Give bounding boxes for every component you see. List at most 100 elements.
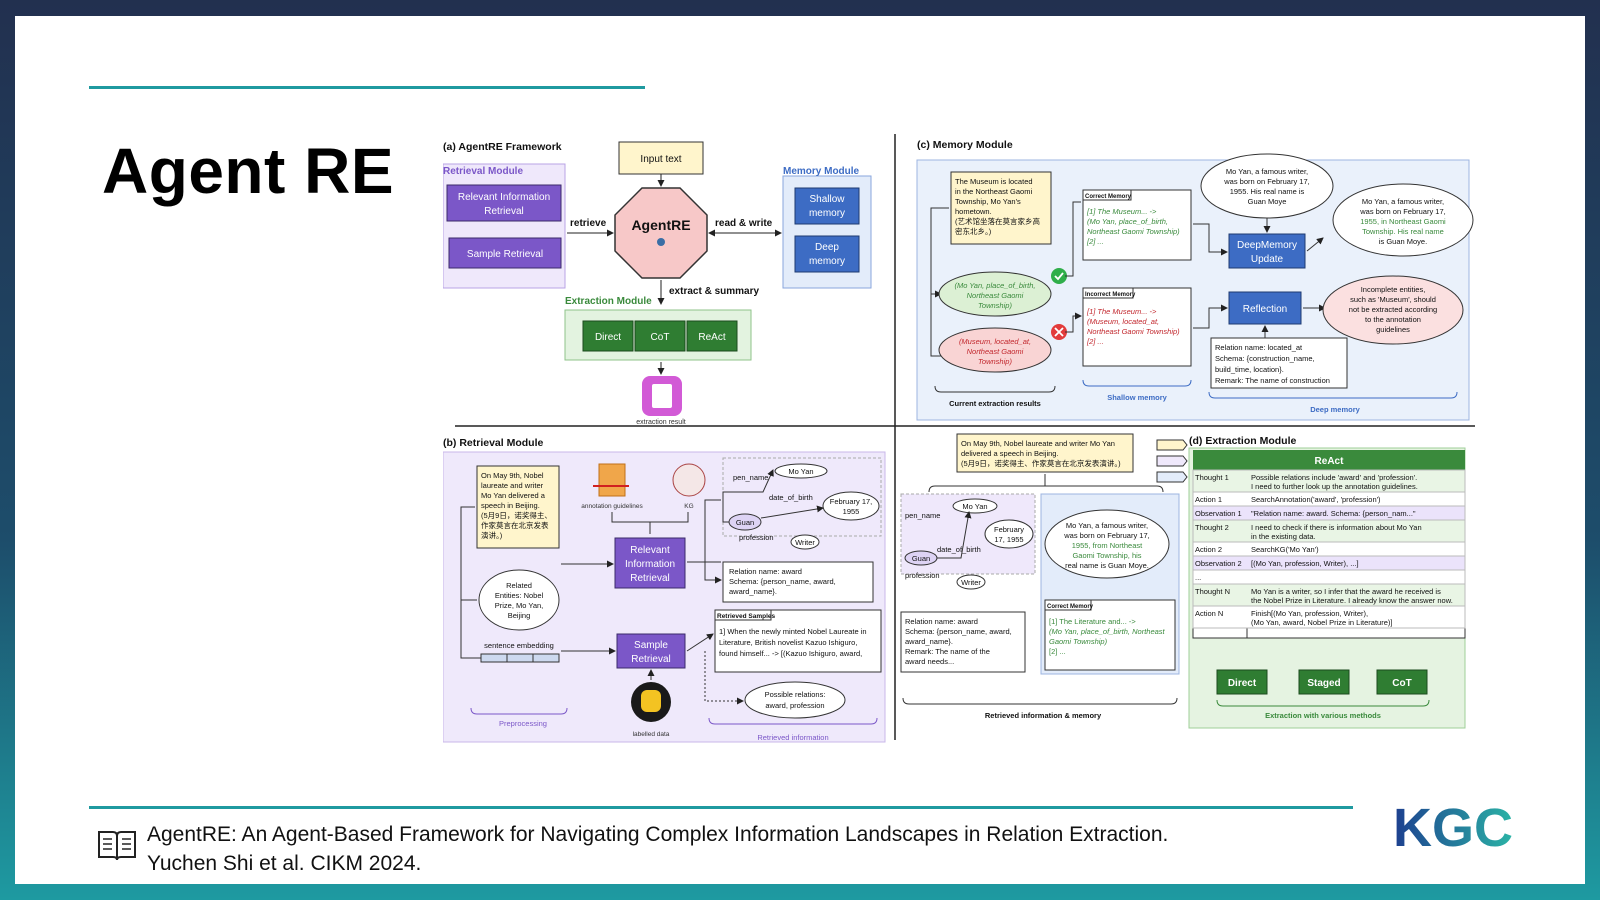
svg-text:CoT: CoT (1392, 678, 1411, 689)
svg-text:profession: profession (739, 533, 774, 542)
svg-text:Correct Memory: Correct Memory (1085, 194, 1132, 200)
svg-text:Information: Information (625, 559, 675, 570)
b-related-cloud (478, 569, 560, 631)
svg-text:hometown.: hometown. (955, 207, 992, 216)
b-moyan-node (774, 463, 828, 479)
b-preprocessing-label: Preprocessing (499, 719, 547, 728)
svg-text:Township): Township) (978, 301, 1012, 310)
c-reflection-box (1228, 291, 1302, 325)
direct-box (582, 320, 634, 352)
d-direct-button (1216, 669, 1268, 695)
svg-text:Northeast Gaomi Township): Northeast Gaomi Township) (1087, 327, 1180, 336)
svg-text:1955: 1955 (843, 507, 860, 516)
svg-text:Schema: {person_name, award,: Schema: {person_name, award, (729, 577, 836, 586)
kg-label: KG (684, 503, 693, 510)
c-museum-note (950, 171, 1052, 245)
svg-text:Mo Yan, a famous writer,: Mo Yan, a famous writer, (1226, 167, 1308, 176)
svg-text:award, profession: award, profession (765, 701, 824, 710)
svg-text:not be extracted according: not be extracted according (1349, 305, 1437, 314)
svg-text:ReAct: ReAct (1315, 456, 1345, 467)
svg-text:Schema: {construction_name,: Schema: {construction_name, (1215, 354, 1315, 363)
react-row-value: I need to further look up the annotation… (1251, 482, 1418, 491)
kgc-logo-text: KGC (1393, 798, 1513, 856)
robot-icon (657, 238, 665, 246)
react-row-value: (Mo Yan, award, Nobel Prize in Literatur… (1251, 618, 1392, 627)
d-various-brace (1216, 699, 1430, 707)
cot-label: CoT (651, 332, 670, 343)
retrieval-module-label: Retrieval Module (443, 166, 523, 177)
b-sentence-embedding: sentence embedding (484, 641, 554, 650)
b-retrieved-info-label: Retrieved information (757, 733, 828, 742)
svg-text:[2] ...: [2] ... (1086, 337, 1104, 346)
deep-line2: memory (809, 256, 845, 267)
figure-svg: (a) AgentRE Framework Retrieval Module R… (442, 134, 1475, 743)
kgc-logo: KGC (1393, 798, 1513, 856)
svg-text:Mo Yan, a famous writer,: Mo Yan, a famous writer, (1066, 521, 1148, 530)
react-row-key: ... (1195, 573, 1201, 582)
svg-text:Incomplete entities,: Incomplete entities, (1361, 285, 1426, 294)
b-possible-relations-cloud (744, 681, 846, 719)
d-schema-card (900, 611, 1026, 673)
svg-text:is Guan Moye.: is Guan Moye. (1379, 237, 1427, 246)
slide: Agent RE (a) AgentRE Framework Retrieval… (15, 16, 1585, 884)
react-row (1192, 569, 1466, 585)
panel-b-title: (b) Retrieval Module (443, 437, 544, 449)
react-row-value: Possible relations include 'award' and '… (1251, 473, 1417, 482)
sample-retrieval-box (448, 237, 562, 269)
read-write-label: read & write (715, 218, 773, 229)
svg-text:Northeast Gaomi Township): Northeast Gaomi Township) (1087, 227, 1180, 236)
svg-text:[2] ...: [2] ... (1049, 647, 1066, 656)
react-row-value: [(Mo Yan, profession, Writer), ...] (1251, 559, 1359, 568)
panel-c: (c) Memory Module The Museum is located … (916, 139, 1474, 421)
svg-text:Relation name: award: Relation name: award (729, 567, 802, 576)
react-row-value: "Relation name: award. Schema: {person_n… (1251, 509, 1416, 518)
svg-text:Township, Mo Yan's: Township, Mo Yan's (955, 197, 1021, 206)
svg-text:Relevant: Relevant (630, 545, 670, 556)
svg-text:1955, from Northeast: 1955, from Northeast (1072, 541, 1143, 550)
svg-text:pen_name: pen_name (733, 473, 768, 482)
react-row-key: Observation 1 (1195, 509, 1242, 518)
check-icon (1051, 268, 1067, 284)
svg-text:build_time, location}.: build_time, location}. (1215, 365, 1284, 374)
react-label: ReAct (698, 332, 725, 343)
sample-retrieval-label: Sample Retrieval (467, 249, 543, 260)
agentre-octagon (614, 187, 708, 279)
svg-text:Guan: Guan (736, 518, 754, 527)
svg-text:pen_name: pen_name (905, 511, 940, 520)
panel-a-title: (a) AgentRE Framework (443, 141, 562, 153)
panel-b: (b) Retrieval Module On May 9th, Nobel l… (442, 437, 886, 743)
c-correct-memory-card (1082, 189, 1192, 261)
b-sentence-note (476, 465, 560, 549)
react-row-key: Action N (1195, 609, 1223, 618)
react-row (1192, 605, 1466, 629)
b-relation-schema-card (722, 561, 874, 603)
svg-text:guidelines: guidelines (1376, 325, 1410, 334)
svg-text:(Museum, located_at,: (Museum, located_at, (959, 337, 1031, 346)
svg-text:award_name}.: award_name}. (729, 587, 777, 596)
relevant-info-line1: Relevant Information (458, 192, 550, 203)
svg-text:Literature, British novelist K: Literature, British novelist Kazuo Ishig… (719, 638, 857, 647)
svg-text:17, 1955: 17, 1955 (994, 535, 1023, 544)
extraction-result-label: extraction result (636, 419, 685, 426)
panel-c-title: (c) Memory Module (917, 139, 1013, 151)
svg-text:Guan Moye: Guan Moye (1248, 197, 1287, 206)
svg-text:(Mo Yan, place_of_birth,: (Mo Yan, place_of_birth, (1087, 217, 1168, 226)
svg-text:found himself... -> [(Kazuo Is: found himself... -> [(Kazuo Ishiguro, aw… (719, 649, 862, 658)
svg-text:Northeast Gaomi: Northeast Gaomi (967, 347, 1024, 356)
citation-line2: Yuchen Shi et al. CIKM 2024. (147, 852, 422, 875)
svg-text:Schema: {person_name, award,: Schema: {person_name, award, (905, 627, 1012, 636)
svg-text:Reflection: Reflection (1243, 304, 1287, 315)
svg-text:Entities: Nobel: Entities: Nobel (495, 591, 544, 600)
c-bad-triple (938, 327, 1052, 373)
deep-memory-box (794, 235, 860, 273)
direct-label: Direct (595, 332, 621, 343)
svg-text:real name is Guan Moye.: real name is Guan Moye. (1065, 561, 1149, 570)
annotation-guidelines-label: annotation guidelines (581, 503, 643, 510)
svg-text:1] When the newly minted Nobel: 1] When the newly minted Nobel Laureate … (719, 627, 867, 636)
d-cot-button (1376, 669, 1428, 695)
d-staged-button (1298, 669, 1350, 695)
panel-d-title: (d) Extraction Module (1189, 435, 1296, 447)
shallow-line1: Shallow (809, 194, 845, 205)
svg-text:(5月9日，诺奖得主、作家莫言在北京发表演讲。): (5月9日，诺奖得主、作家莫言在北京发表演讲。) (961, 458, 1121, 468)
c-deepmemory-update-box (1228, 233, 1306, 269)
